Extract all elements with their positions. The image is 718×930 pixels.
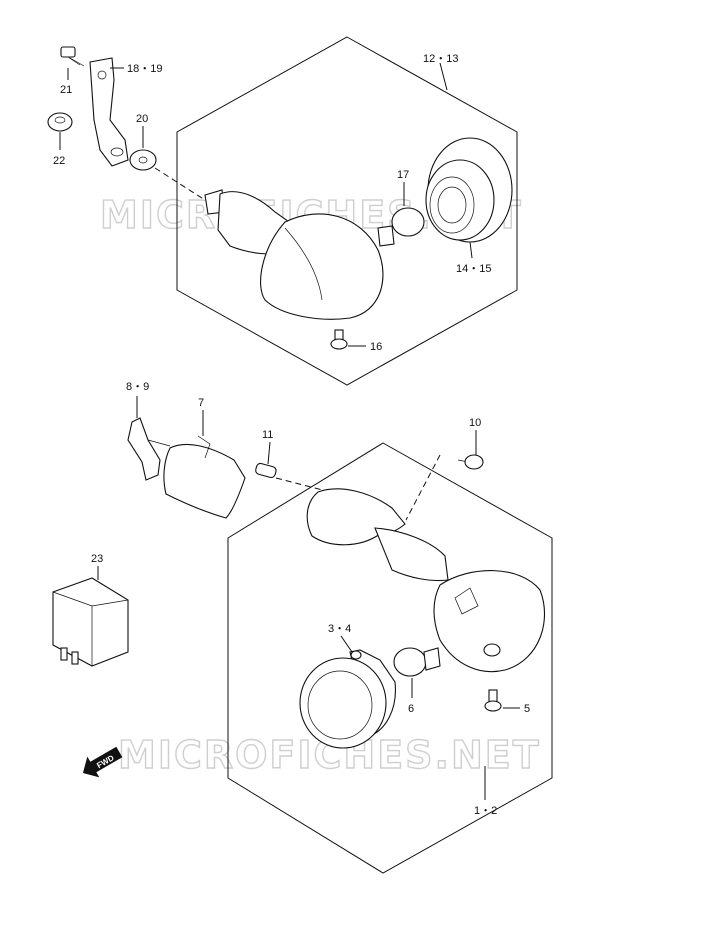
bulb-17	[377, 207, 425, 247]
leader-12-13	[439, 62, 448, 91]
label-11: 11	[262, 429, 273, 441]
screw-5	[484, 689, 502, 712]
label-16: 16	[370, 341, 382, 353]
leader-screw-to-lamp	[405, 454, 441, 521]
label-23: 23	[91, 553, 103, 565]
leader-11	[267, 441, 271, 465]
label-6: 6	[408, 703, 414, 715]
nut-22	[47, 112, 73, 132]
screw-10	[457, 454, 484, 470]
label-3-4: 3・4	[328, 623, 351, 635]
lower-assembly-frame	[227, 442, 553, 874]
screw-16	[330, 329, 348, 350]
mounting-bracket	[89, 57, 129, 167]
label-14-15: 14・15	[456, 263, 491, 275]
label-17: 17	[397, 169, 409, 181]
label-8-9: 8・9	[126, 381, 149, 393]
upper-assembly-frame	[176, 36, 518, 386]
label-22: 22	[53, 155, 65, 167]
washer-20	[129, 149, 157, 171]
label-12-13: 12・13	[423, 53, 458, 65]
label-7: 7	[198, 397, 204, 409]
rubber-11	[255, 462, 277, 479]
bolt-21	[60, 46, 85, 67]
label-18-19: 18・19	[127, 63, 162, 75]
turn-signal-lower-body	[306, 488, 546, 673]
leader-14-15	[469, 241, 473, 259]
cover-7	[163, 435, 246, 519]
label-5: 5	[524, 703, 530, 715]
bulb-6	[393, 647, 441, 677]
lens-3-4	[299, 649, 396, 749]
leader-3-4	[340, 635, 353, 653]
lens-14-15	[425, 137, 513, 243]
label-20: 20	[136, 113, 148, 125]
label-21: 21	[60, 84, 72, 96]
turn-signal-upper-body	[204, 189, 384, 320]
bracket-8-9	[127, 417, 171, 481]
relay-23	[52, 577, 129, 667]
label-1-2: 1・2	[474, 805, 497, 817]
label-10: 10	[469, 417, 481, 429]
